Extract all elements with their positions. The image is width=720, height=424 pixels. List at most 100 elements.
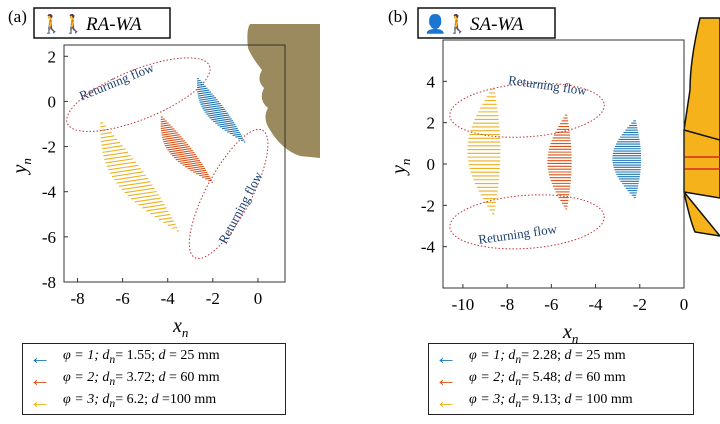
quiver-arrow-1	[229, 131, 241, 135]
x-tick-label: -4	[161, 289, 176, 308]
quiver-arrow-3	[100, 135, 115, 139]
y-tick-label: -6	[42, 228, 56, 247]
quiver-arrow-2	[184, 163, 203, 168]
quiver-arrow-3	[142, 204, 165, 209]
legend-entry: ← φ = 2; dn= 3.72; d = 60 mm	[29, 368, 279, 390]
quiver-arrow-2	[161, 132, 179, 136]
legend-a: ← φ = 1; dn= 1.55; d = 25 mm← φ = 2; dn=…	[22, 343, 286, 415]
quiver-arrow-1	[213, 118, 232, 123]
returning-flow-ellipse	[449, 82, 605, 138]
quiver-arrow-1	[197, 87, 208, 91]
y-tick-label: -4	[421, 238, 436, 257]
left-arrow-icon: ←	[435, 366, 457, 391]
quiver-arrow-2	[160, 120, 167, 123]
panel-title: SA-WA	[470, 14, 524, 35]
title-box	[33, 7, 171, 39]
quiver-arrow-1	[203, 106, 224, 111]
quiver-arrow-3	[103, 151, 129, 157]
person-icons: 🚶🚶	[40, 13, 85, 34]
quiver-arrow-2	[160, 118, 165, 121]
quiver-arrow-1	[197, 91, 212, 95]
quiver-arrow-2	[173, 153, 196, 159]
returning-flow-ellipse	[449, 194, 605, 250]
quiver-arrow-2	[164, 142, 187, 147]
legend-text: φ = 2; dn= 3.72; d = 60 mm	[63, 370, 220, 388]
quiver-arrow-2	[171, 151, 195, 157]
quiver-arrow-3	[127, 190, 157, 197]
legend-entry: ← φ = 3; dn= 6.2; d =100 mm	[29, 390, 279, 412]
quiver-arrow-3	[100, 138, 118, 143]
quiver-arrow-1	[211, 116, 231, 121]
legend-text: φ = 1; dn= 1.55; d = 25 mm	[63, 348, 220, 366]
quiver-arrow-1	[235, 135, 243, 138]
y-tick-label: -2	[42, 138, 56, 157]
quiver-arrow-1	[202, 104, 223, 109]
title-box	[417, 7, 556, 39]
quiver-arrow-1	[206, 110, 227, 115]
x-tick-label: -8	[500, 295, 514, 314]
head-illustration	[683, 17, 720, 237]
quiver-arrow-2	[160, 122, 169, 125]
annotation-returning-flow: Returning flow	[215, 169, 266, 246]
quiver-arrow-1	[197, 89, 210, 93]
quiver-arrow-3	[100, 125, 106, 128]
x-axis-label: xn	[172, 315, 188, 340]
left-arrow-icon: ←	[29, 344, 51, 369]
y-tick-label: 0	[48, 92, 57, 111]
quiver-arrow-3	[100, 132, 112, 135]
quiver-arrow-1	[209, 114, 230, 119]
quiver-arrow-1	[207, 112, 228, 117]
left-arrow-icon: ←	[29, 366, 51, 391]
x-tick-label: 0	[680, 295, 689, 314]
quiver-arrow-2	[180, 159, 201, 164]
legend-text: φ = 3; dn= 9.13; d = 100 mm	[469, 392, 633, 410]
quiver-arrow-1	[204, 108, 226, 113]
quiver-arrow-2	[205, 177, 211, 180]
quiver-arrow-2	[161, 130, 177, 134]
y-tick-label: 4	[427, 72, 436, 91]
x-tick-label: -10	[452, 295, 475, 314]
quiver-arrow-3	[167, 223, 176, 226]
quiver-arrow-2	[161, 134, 180, 138]
quiver-arrow-3	[105, 158, 134, 164]
quiver-arrow-1	[200, 100, 220, 105]
quiver-arrow-3	[101, 141, 121, 146]
legend-b: ← φ = 1; dn= 2.28; d = 25 mm ← φ = 2; dn=…	[428, 343, 694, 415]
quiver-arrow-3	[101, 145, 123, 150]
quiver-arrow-2	[162, 136, 182, 141]
quiver-arrow-3	[138, 200, 163, 206]
quiver-arrow-3	[163, 220, 174, 224]
panel-label: (a)	[8, 7, 27, 26]
returning-flow-ellipse	[66, 57, 211, 132]
quiver-arrow-3	[172, 226, 178, 229]
legend-entry: ← φ = 1; dn= 1.55; d = 25 mm	[29, 346, 279, 368]
quiver-arrow-3	[110, 168, 142, 174]
face-image	[247, 24, 320, 158]
x-tick-label: -6	[544, 295, 558, 314]
quiver-arrow-1	[199, 99, 218, 103]
quiver-arrow-2	[168, 148, 192, 153]
annotation-returning-flow: Returning flow	[477, 221, 558, 247]
quiver-arrow-3	[102, 148, 126, 153]
quiver-arrow-3	[131, 194, 159, 200]
quiver-arrow-2	[202, 175, 210, 178]
quiver-arrow-2	[190, 167, 206, 172]
y-axis-label: yn	[388, 159, 413, 176]
quiver-arrow-2	[166, 144, 189, 149]
left-arrow-icon: ←	[435, 388, 457, 413]
left-arrow-icon: ←	[435, 344, 457, 369]
legend-text: φ = 2; dn= 5.48; d = 60 mm	[469, 370, 626, 388]
quiver-arrow-3	[150, 210, 169, 215]
quiver-arrow-3	[124, 187, 155, 194]
quiver-arrow-3	[158, 217, 173, 221]
quiver-arrow-3	[121, 184, 153, 191]
quiver-arrow-3	[118, 181, 151, 187]
quiver-arrow-3	[111, 171, 144, 178]
legend-text: φ = 1; dn= 2.28; d = 25 mm	[469, 348, 626, 366]
quiver-arrow-2	[164, 140, 185, 145]
axes-box	[63, 44, 286, 283]
quiver-arrow-2	[170, 149, 193, 155]
